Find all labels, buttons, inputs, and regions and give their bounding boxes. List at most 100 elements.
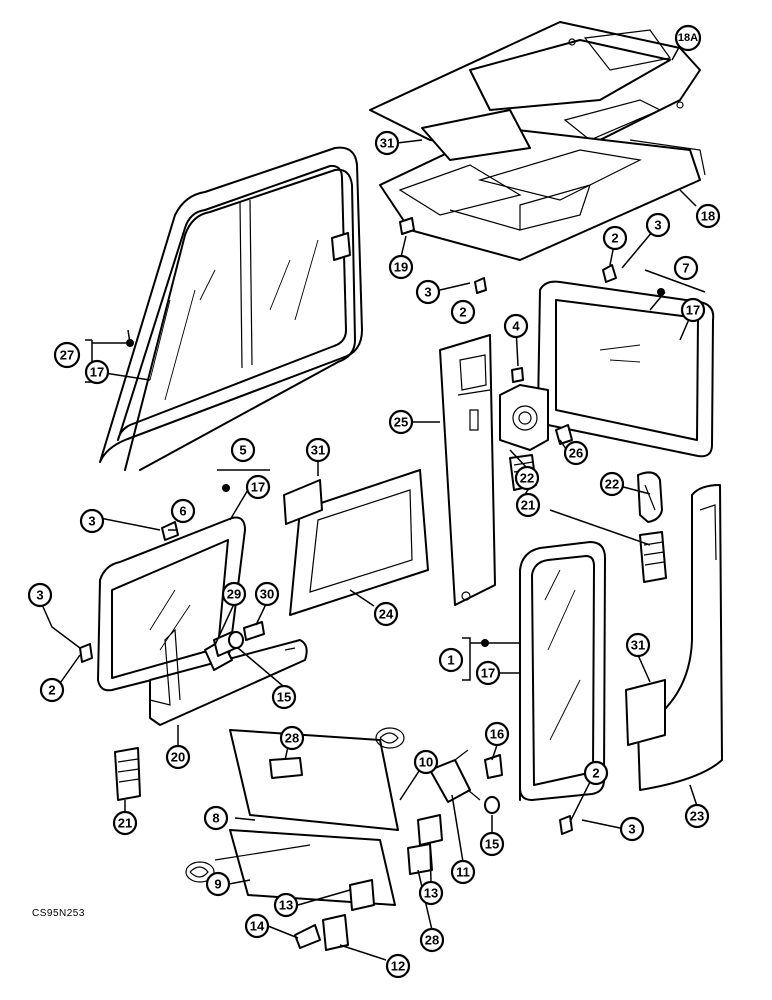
loop-symbol-lower [185,861,215,883]
grommet-4 [511,367,524,383]
window-track-20 [149,628,308,726]
grab-handle-22 [637,471,663,523]
callout-12: 12 [385,953,411,979]
svg-text:17: 17 [481,666,495,681]
callout-31: 31 [305,437,331,463]
svg-text:2: 2 [592,766,599,781]
callout-3: 3 [79,508,105,534]
svg-text:9: 9 [214,877,221,892]
svg-text:24: 24 [379,607,394,622]
callout-13: 13 [273,892,299,918]
callout-7: 7 [673,255,699,281]
callout-19: 19 [388,254,414,280]
svg-text:3: 3 [654,218,661,233]
svg-text:22: 22 [605,477,619,492]
svg-text:13: 13 [279,898,293,913]
svg-text:15: 15 [485,837,499,852]
svg-text:4: 4 [512,319,520,334]
callout-31: 31 [374,130,400,156]
callout-17: 17 [680,297,706,323]
callout-17: 17 [245,474,271,500]
screw-26 [555,424,573,445]
door-window-1 [519,541,606,801]
callout-17: 17 [475,660,501,686]
svg-text:31: 31 [631,638,645,653]
rear-pillar-trim-23 [625,484,723,791]
callout-18: 18 [695,203,721,229]
svg-text:6: 6 [179,504,186,519]
nut-clip-2 [79,264,617,835]
rear-window-seal-17 [124,168,356,471]
push-fastener-19 [399,217,415,235]
callout-21: 21 [515,492,541,518]
callout-2: 2 [450,299,476,325]
pillar-trim-25 [439,334,496,606]
latch-11 [429,749,481,803]
callout-3: 3 [415,279,441,305]
callout-3: 3 [645,212,671,238]
callout-21: 21 [112,810,138,836]
svg-text:18A: 18A [678,32,698,44]
callout-28: 28 [419,927,445,953]
side-trim-panel-24 [283,469,429,616]
callout-30: 30 [254,581,280,607]
callout-22: 22 [599,471,625,497]
callout-10: 10 [413,749,439,775]
screw-14 [294,924,321,949]
svg-text:13: 13 [424,886,438,901]
svg-text:17: 17 [686,303,700,318]
pad-28-lower [407,843,433,875]
svg-text:31: 31 [311,443,325,458]
svg-text:23: 23 [690,809,704,824]
svg-text:14: 14 [250,919,265,934]
callout-27: 27 [53,341,81,369]
callout-23: 23 [684,803,710,829]
svg-text:27: 27 [60,348,74,363]
svg-text:1: 1 [447,653,454,668]
svg-text:2: 2 [611,231,618,246]
callout-9: 9 [205,871,231,897]
svg-text:29: 29 [227,587,241,602]
callout-11: 11 [450,859,476,885]
washer-15 [228,631,244,649]
svg-text:3: 3 [424,285,431,300]
callout-18a: 18A [674,24,702,52]
svg-text:20: 20 [171,750,185,765]
callout-31: 31 [625,632,651,658]
svg-text:21: 21 [521,498,535,513]
svg-text:2: 2 [459,305,466,320]
svg-text:21: 21 [118,816,132,831]
lower-panel-9 [214,844,311,861]
svg-text:16: 16 [490,727,504,742]
pad-28-upper [269,757,303,779]
loop-symbol-upper [375,727,405,749]
callout-17: 17 [84,359,110,385]
svg-text:15: 15 [277,690,291,705]
svg-text:19: 19 [394,260,408,275]
callout-6: 6 [170,498,196,524]
svg-text:3: 3 [36,588,43,603]
svg-text:18: 18 [701,209,715,224]
callout-26: 26 [563,440,589,466]
headliner-panel-18 [379,109,706,261]
svg-text:10: 10 [419,755,433,770]
callout-8: 8 [203,805,229,831]
svg-text:22: 22 [520,471,534,486]
kit-marker-dots [126,288,665,647]
svg-text:3: 3 [88,514,95,529]
leader-lines [39,41,706,961]
svg-text:5: 5 [239,443,246,458]
callout-4: 4 [503,313,529,339]
svg-text:28: 28 [425,933,439,948]
callout-3: 3 [619,816,645,842]
callout-15: 15 [271,684,297,710]
callout-25: 25 [388,409,414,435]
svg-text:2: 2 [48,683,55,698]
speaker-bracket-22 [499,384,549,451]
svg-text:28: 28 [285,731,299,746]
callout-13: 13 [418,880,444,906]
callout-14: 14 [244,913,270,939]
air-vent-21-lower [114,747,141,801]
air-vent-21-right [639,531,667,583]
